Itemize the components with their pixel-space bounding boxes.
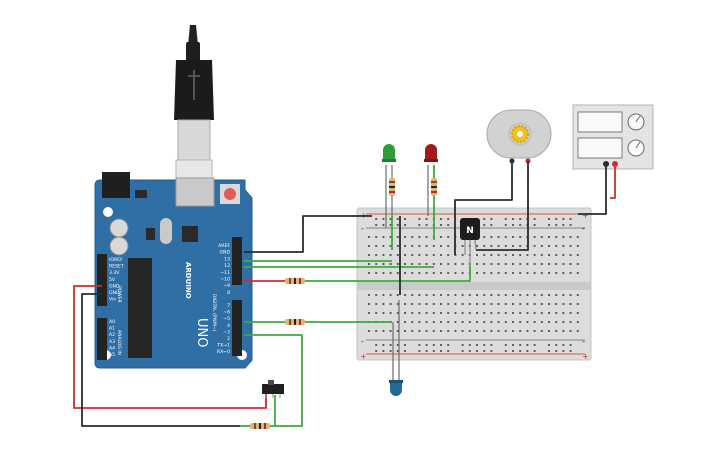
resistor-green-led[interactable] <box>389 178 395 196</box>
capacitor <box>109 236 129 256</box>
rail-minus-bottom-left: - <box>361 337 364 346</box>
pin-label: ~10 <box>220 277 230 283</box>
breadboard[interactable]: + + + + - - - - <box>356 207 592 361</box>
wire-motor-positive[interactable] <box>476 161 529 251</box>
usb-cable[interactable] <box>174 25 214 187</box>
pin-label: AREF <box>218 243 230 249</box>
pin-label: A5 <box>109 352 115 358</box>
power-header-title: POWER <box>116 286 122 303</box>
pin-label: 4 <box>227 323 230 329</box>
pin-label: RX←0 <box>217 349 230 355</box>
psu-terminal-positive <box>612 161 618 167</box>
psu-display-bottom <box>577 137 623 159</box>
dc-motor[interactable] <box>486 109 552 164</box>
smd-chip <box>146 228 155 240</box>
usb-controller-chip <box>182 226 198 242</box>
rail-plus-bottom-left: + <box>360 352 367 361</box>
wire-psu-positive[interactable] <box>610 167 616 199</box>
pin-label: Vin <box>109 297 116 303</box>
rail-minus-top-right: - <box>582 224 585 233</box>
pin-label: 7 <box>227 303 230 309</box>
mount-hole <box>103 207 113 217</box>
wire-5v-to-switch[interactable] <box>73 285 267 409</box>
pin-label: ~3 <box>223 329 230 335</box>
resistor-pin10[interactable] <box>285 278 305 284</box>
pin-label: A1 <box>109 326 115 332</box>
pin-label: ~5 <box>223 316 230 322</box>
pin-label: GND <box>109 283 120 289</box>
power-header <box>97 254 107 306</box>
npn-transistor[interactable]: N <box>460 218 480 266</box>
pin-label: 5V <box>109 277 116 283</box>
rail-minus-bottom-right: - <box>582 337 585 346</box>
breadboard-center-gap <box>357 282 591 290</box>
pin-label: A2 <box>109 332 115 338</box>
pin-label: A4 <box>109 345 115 351</box>
regulator <box>135 190 147 198</box>
analog-header <box>97 318 107 360</box>
pin-label: ~11 <box>220 270 230 276</box>
slide-switch[interactable] <box>262 380 284 398</box>
pin-label: A3 <box>109 339 115 345</box>
pin-label: IOREF <box>109 257 123 263</box>
arduino-brand-label: ARDUINO <box>184 262 192 299</box>
capacitor <box>109 218 129 238</box>
resistor-switch[interactable] <box>250 423 270 429</box>
usb-port <box>175 177 215 207</box>
pin-label: ~6 <box>223 310 230 316</box>
wire-pin3-to-resistor[interactable] <box>244 334 303 427</box>
wire-motor-negative[interactable] <box>454 161 513 255</box>
transistor-label: N <box>466 226 474 236</box>
digital-header-title: DIGITAL (PWM~) <box>211 294 217 332</box>
led-blue[interactable] <box>389 380 403 396</box>
digital-header-bottom <box>232 300 242 356</box>
motor-shaft <box>517 131 523 137</box>
pin-label: RESET <box>109 264 124 270</box>
power-jack <box>102 172 130 198</box>
pin-label: A0 <box>109 319 115 325</box>
resistors <box>250 178 437 429</box>
pin-label: 8 <box>227 290 230 296</box>
pin-label: 2 <box>227 336 230 342</box>
psu-terminal-negative <box>603 161 609 167</box>
rail-plus-bottom-right: + <box>582 352 589 361</box>
pin-label: GND <box>219 250 230 256</box>
psu-display-top <box>577 111 623 133</box>
rail-minus-top-left: - <box>361 224 364 233</box>
reset-button[interactable] <box>224 188 236 200</box>
resistor-red-led[interactable] <box>431 178 437 196</box>
resistor-pin5[interactable] <box>285 319 305 325</box>
led-red[interactable] <box>424 144 438 162</box>
rail-plus-top-right: + <box>582 211 589 220</box>
wire-gnd-to-breadboard[interactable] <box>244 215 372 253</box>
wire-pin10-to-transistor[interactable] <box>305 266 471 282</box>
analog-header-title: ANALOG IN <box>116 330 122 355</box>
pin-label: 3.3V <box>109 270 120 276</box>
power-supply[interactable] <box>572 104 654 170</box>
digital-header-top <box>232 237 242 285</box>
wire-gnd-to-switch[interactable] <box>81 293 240 427</box>
wire-psu-negative[interactable] <box>578 167 607 215</box>
pin-label: 13 <box>224 256 230 262</box>
crystal <box>160 218 172 244</box>
atmega-chip <box>128 258 152 358</box>
pin-label: 12 <box>224 263 230 269</box>
arduino-model-label: UNO <box>194 318 209 347</box>
pin-label: GND <box>109 290 120 296</box>
led-green[interactable] <box>382 144 396 162</box>
pin-label: ~9 <box>223 283 230 289</box>
pin-label: TX→1 <box>216 343 230 349</box>
